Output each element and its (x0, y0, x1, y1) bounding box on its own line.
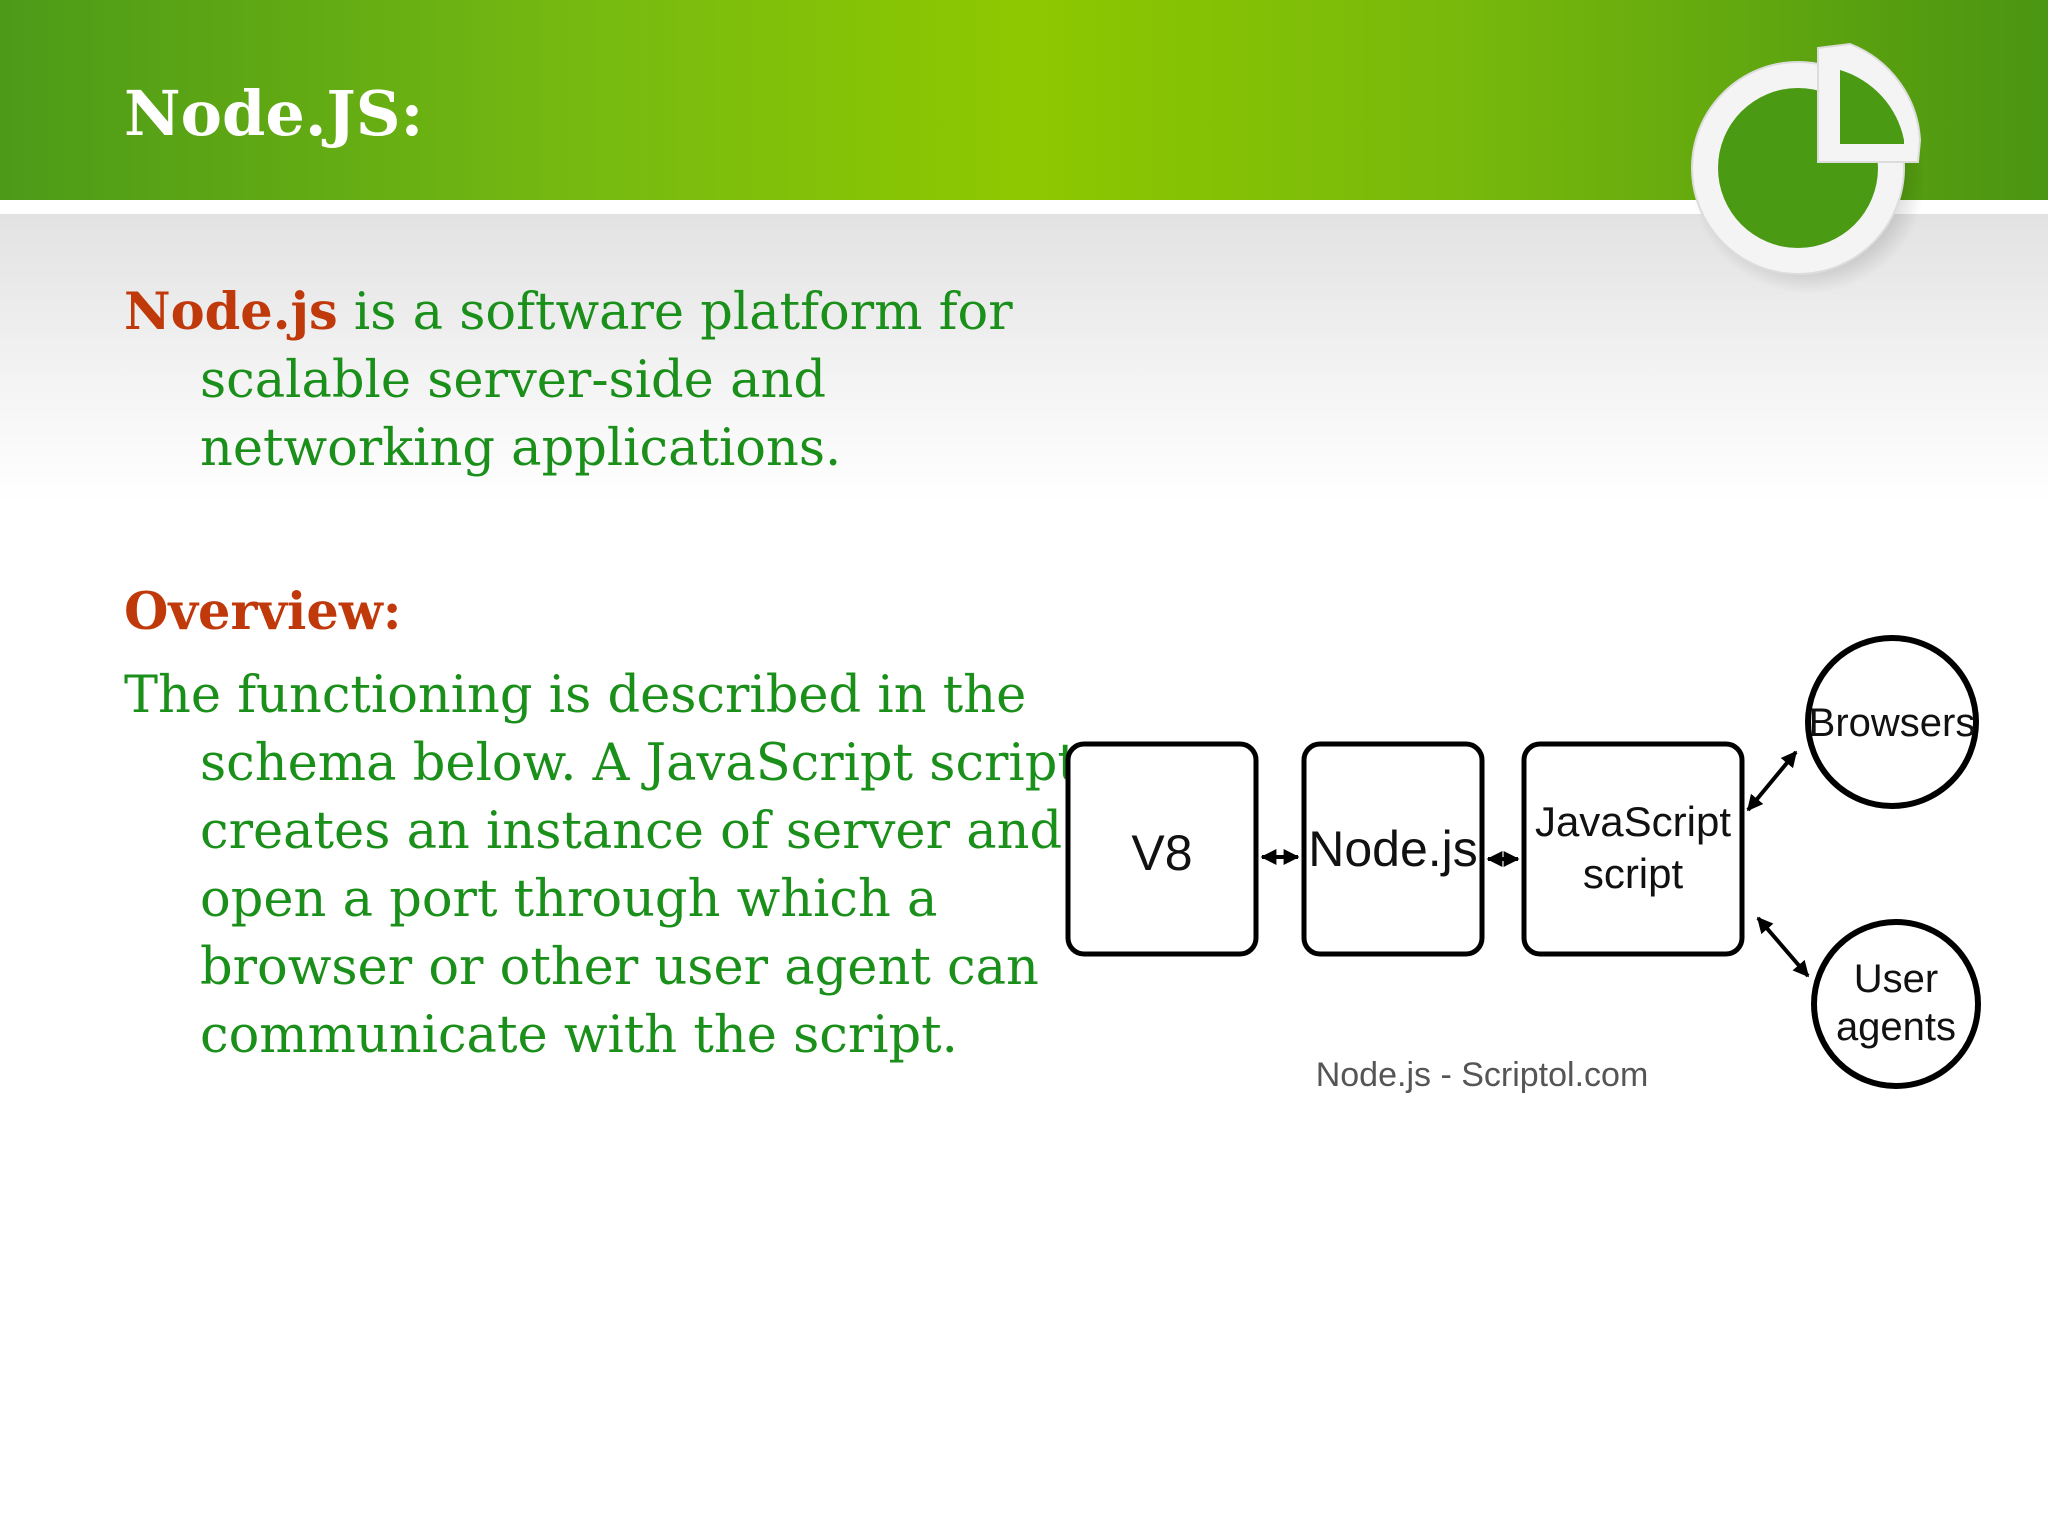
browsers-label: Browsers (1809, 701, 1976, 745)
overview-paragraph: The functioning is described in the sche… (124, 666, 1078, 1065)
v8-label: V8 (1131, 825, 1192, 881)
user-agents-circle (1811, 919, 1981, 1089)
nodejs-label: Node.js (1308, 821, 1478, 877)
script-browsers-connector (1746, 750, 1798, 812)
user-agents-label-line2: agents (1836, 1005, 1956, 1049)
javascript-label-line1: JavaScript (1535, 798, 1731, 845)
nodejs-architecture-diagram: V8 Node.js JavaScript script Browsers Us… (1065, 635, 1981, 1094)
intro-text: is a software platform for scalable serv… (200, 283, 1013, 478)
script-user-agents-connector (1756, 916, 1810, 978)
nodejs-box (1301, 741, 1485, 957)
pie-chart-logo-icon (1690, 42, 1926, 294)
javascript-script-box (1521, 741, 1745, 957)
v8-box (1065, 741, 1259, 957)
intro-term: Node.js (124, 282, 338, 342)
javascript-label-line2: script (1583, 850, 1684, 897)
body-gradient (0, 214, 2048, 504)
header-divider (0, 200, 2048, 214)
diagram-caption: Node.js - Scriptol.com (1316, 1056, 1649, 1094)
overview-heading: Overview: (124, 582, 402, 642)
slide-title: Node.JS: (124, 77, 424, 150)
intro-paragraph: Node.js is a software platform for scala… (124, 278, 1080, 483)
user-agents-label-line1: User (1854, 957, 1938, 1001)
browsers-circle (1805, 635, 1979, 809)
